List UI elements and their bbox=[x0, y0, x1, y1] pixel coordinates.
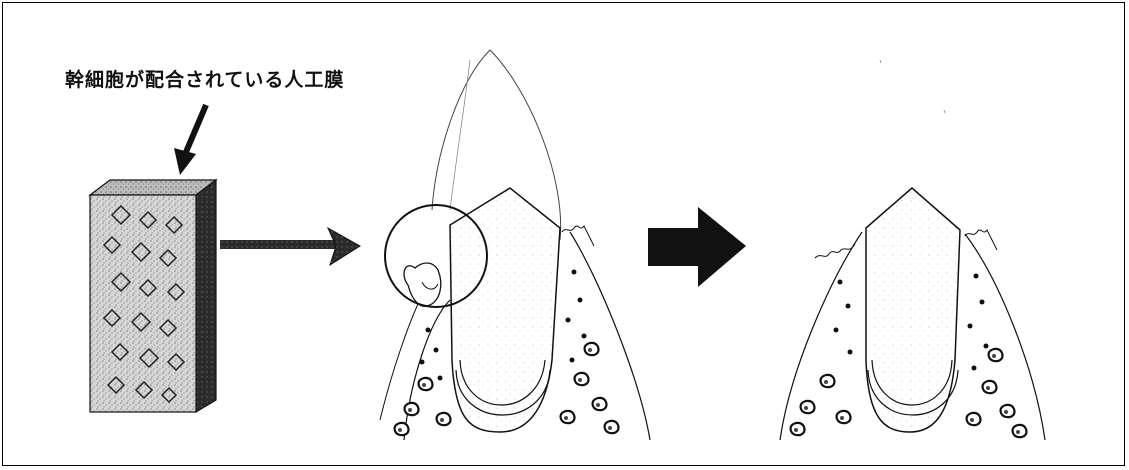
tooth-before-treatment bbox=[380, 50, 650, 440]
tooth-after-treatment bbox=[780, 60, 1045, 440]
transfer-arrow-icon bbox=[220, 228, 360, 265]
progress-arrow-icon bbox=[648, 207, 746, 287]
artificial-membrane-block bbox=[90, 180, 216, 412]
pointer-arrow-icon bbox=[174, 105, 206, 175]
